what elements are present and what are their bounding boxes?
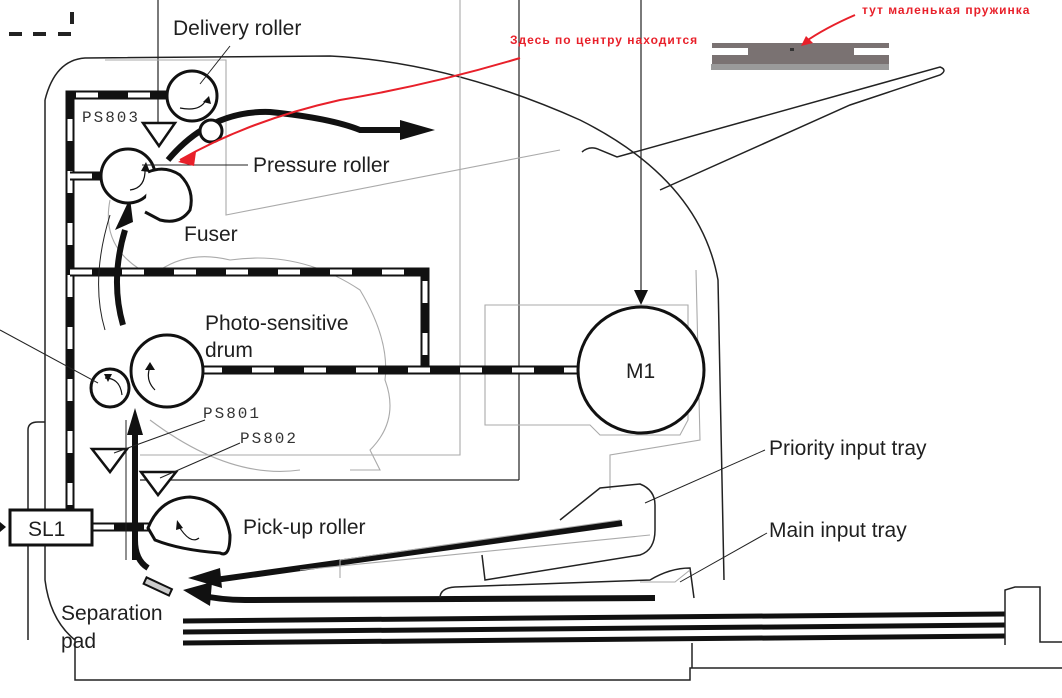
paper-path-up	[114, 229, 128, 326]
delivery-roller	[165, 69, 219, 123]
paper-path-fuser	[165, 108, 405, 162]
priority-feed-arrow	[188, 568, 222, 588]
dashed-fragment	[9, 12, 74, 36]
sensor-ps801-label: PS801	[203, 405, 261, 423]
separation-pad-label-line1: Separation	[61, 602, 163, 625]
delivery-roller-rotation-arrowhead	[203, 96, 211, 104]
main-feed-path	[199, 592, 656, 604]
spring-note-text: тут маленькая пружинка	[862, 3, 1030, 17]
output-tray	[581, 66, 945, 191]
paper-path-guide	[98, 214, 111, 331]
photo-drum-label-line1: Photo-sensitive	[205, 312, 349, 335]
main-tray-label: Main input tray	[769, 519, 907, 542]
ps801-leader	[113, 419, 206, 454]
solenoid-input-arrow	[0, 522, 6, 532]
ps802-leader	[159, 442, 241, 479]
transfer-roller-leader	[0, 329, 99, 384]
sensor-ps803-icon	[140, 121, 178, 149]
paper-path-vertical-arrow	[127, 408, 143, 435]
spring-note-arrowhead	[801, 36, 813, 46]
center-note-arrow-line	[179, 57, 521, 161]
fuser-roller-rotation-arrowhead	[141, 162, 150, 172]
paper-path-exit-arrow	[400, 120, 435, 140]
fuser-label: Fuser	[184, 223, 238, 246]
motor-m1-label: M1	[626, 360, 655, 383]
spring-note-arrow-line	[804, 14, 856, 43]
priority-tray	[299, 483, 656, 581]
solenoid-sl1	[8, 508, 94, 547]
delivery-roller-leader	[199, 45, 231, 85]
main-tray	[439, 567, 695, 599]
transfer-roller	[89, 367, 131, 409]
pressure-roller-label: Pressure roller	[253, 154, 390, 177]
center-note-text: Здесь по центру находится	[510, 33, 698, 47]
pickup-roller-rotation-arrowhead	[176, 520, 183, 530]
main-feed-arrow	[183, 582, 212, 606]
pickup-roller	[146, 495, 232, 556]
priority-tray-leader	[644, 449, 766, 504]
sensor-ps803-label: PS803	[82, 109, 140, 127]
separation-pad-label-line2: pad	[61, 630, 96, 653]
paper-path-up-arrow	[115, 198, 133, 230]
drive-line-drum	[70, 267, 580, 375]
delivery-pinch-roller	[198, 118, 224, 144]
main-tray-leader	[679, 532, 768, 583]
photosensitive-drum	[129, 333, 205, 409]
priority-feed-path	[214, 520, 623, 583]
printer-left-wall	[44, 100, 1062, 681]
sensor-ps801-icon	[89, 447, 130, 475]
sensor-ps802-icon	[138, 470, 179, 498]
paper-stack	[182, 586, 1062, 668]
pressure-roller	[144, 167, 193, 223]
internal-structure	[105, 0, 701, 490]
separation-pad	[142, 576, 174, 597]
drum-rotation-arrowhead	[145, 362, 155, 370]
priority-tray-label: Priority input tray	[769, 437, 927, 460]
motor-m1	[576, 305, 706, 435]
center-note-arrowhead	[178, 152, 196, 166]
transfer-roller-rotation-arrowhead	[104, 374, 112, 382]
spring-part-drawing	[711, 43, 889, 70]
sensor-ps802-label: PS802	[240, 430, 298, 448]
solenoid-sl1-label: SL1	[28, 518, 65, 541]
photo-drum-label-line2: drum	[205, 339, 253, 362]
m1-drive-arrow-head	[634, 290, 648, 305]
printer-body-outline	[44, 55, 725, 581]
delivery-roller-label: Delivery roller	[173, 17, 301, 40]
left-panel	[27, 421, 45, 640]
pickup-roller-label: Pick-up roller	[243, 516, 366, 539]
paper-path-pickup-curve	[132, 539, 150, 571]
